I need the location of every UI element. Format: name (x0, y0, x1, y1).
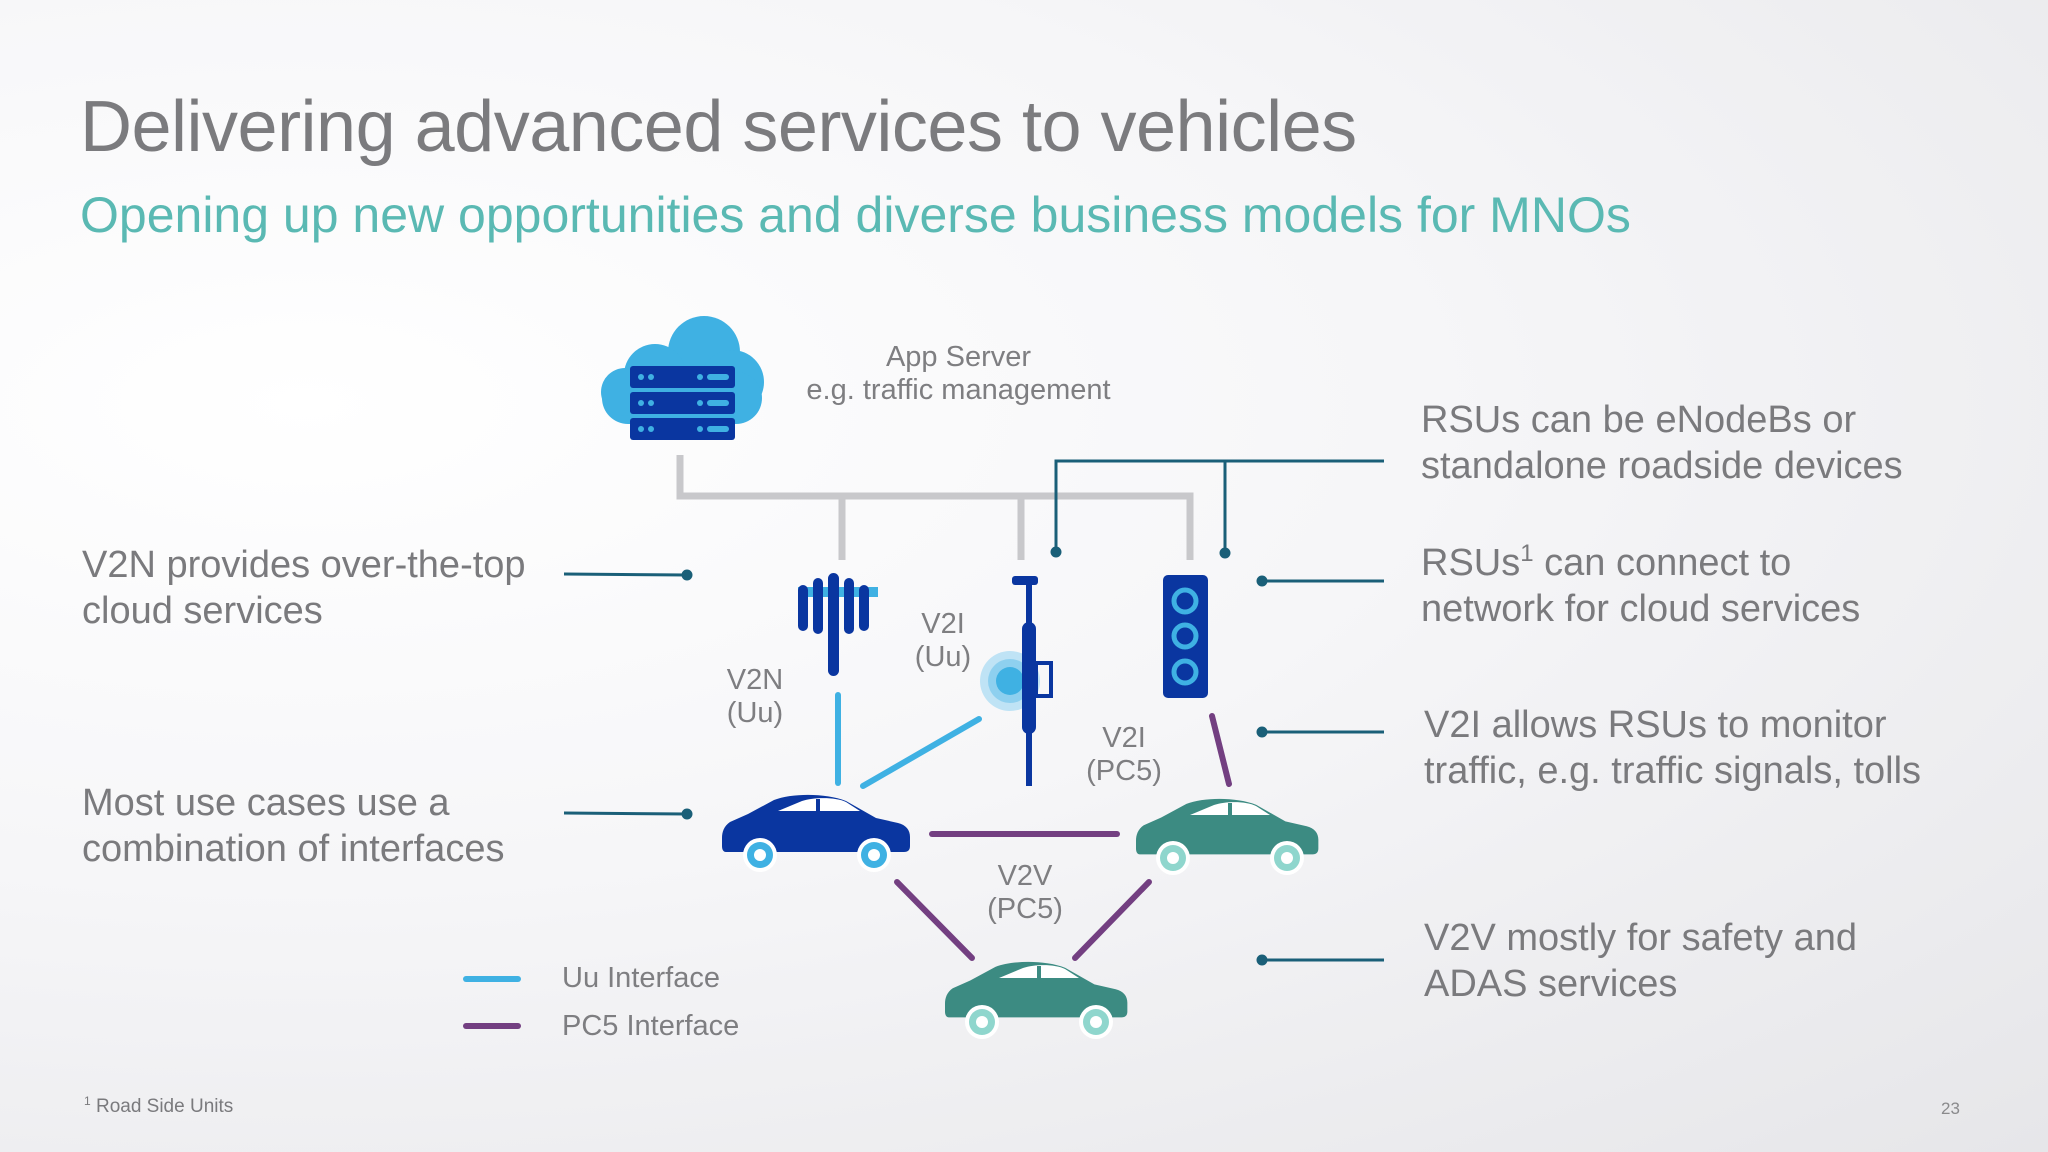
callout-rsu-connect-post: can connect to (1533, 542, 1792, 584)
callout-rsu-types: RSUs can be eNodeBs or standalone roadsi… (1421, 397, 1903, 489)
slide-subtitle: Opening up new opportunities and diverse… (80, 187, 1631, 243)
callout-v2n-line2: cloud services (82, 590, 323, 632)
traffic-light-icon (1163, 575, 1208, 698)
callout-rsu-connect-pre: RSUs (1421, 542, 1521, 584)
v2n-uu-label: V2N (Uu) (705, 664, 805, 730)
callout-v2v-safety: V2V mostly for safety and ADAS services (1424, 915, 1857, 1007)
legend-swatches (463, 976, 521, 1029)
v2n-uu-label-line1: V2N (726, 664, 784, 696)
car-icon (722, 794, 910, 872)
footnote-text: Road Side Units (90, 1096, 234, 1117)
footnote-marker: 1 (1520, 540, 1534, 567)
callout-v2n: V2N provides over-the-top cloud services (82, 542, 526, 634)
callout-rsu-connect-line1: RSUs1 can connect to (1421, 540, 1860, 586)
callout-v2v-safety-line2: ADAS services (1424, 963, 1678, 1005)
callout-v2n-line1: V2N provides over-the-top (82, 544, 526, 586)
v2v-pc5-label: V2V (PC5) (975, 860, 1075, 926)
callout-v2i-monitor-line1: V2I allows RSUs to monitor (1424, 704, 1887, 746)
rsu-callout-connector (1050, 459, 1384, 559)
v2v-pc5-label-line1: V2V (997, 860, 1053, 892)
callout-v2i-monitor: V2I allows RSUs to monitor traffic, e.g.… (1424, 702, 1921, 794)
callout-connectors (563, 569, 1384, 966)
callout-v2i-monitor-line2: traffic, e.g. traffic signals, tolls (1424, 750, 1922, 792)
v2v-pc5-label-line2: (PC5) (987, 893, 1063, 925)
callout-rsu-connect-line2: network for cloud services (1421, 588, 1861, 630)
callout-v2v-safety-line1: V2V mostly for safety and (1424, 917, 1857, 959)
callout-rsu-types-line1: RSUs can be eNodeBs or (1421, 399, 1857, 441)
backhaul-lines (676, 455, 1194, 560)
v2i-pc5-label: V2I (PC5) (1074, 722, 1174, 788)
footnote: 1 Road Side Units (84, 1094, 234, 1118)
callout-combination-line1: Most use cases use a (82, 782, 450, 824)
app-server-label-line1: App Server (885, 341, 1032, 373)
roadside-unit-icon (980, 576, 1053, 786)
page-number: 23 (1941, 1099, 1960, 1118)
car-icon (945, 961, 1128, 1039)
pc5-links (894, 713, 1232, 961)
app-server-label: App Server e.g. traffic management (780, 341, 1137, 407)
v2i-uu-label: V2I (Uu) (893, 608, 993, 674)
callout-rsu-connect: RSUs1 can connect to network for cloud s… (1421, 540, 1860, 632)
cloud-server-icon (601, 316, 764, 440)
car-icon (1136, 798, 1319, 875)
callout-rsu-types-line2: standalone roadside devices (1421, 445, 1903, 487)
app-server-label-line2: e.g. traffic management (806, 374, 1111, 406)
uu-links (835, 692, 982, 789)
legend-pc5-label: PC5 Interface (562, 1010, 740, 1042)
legend-uu-label: Uu Interface (562, 962, 720, 994)
cell-tower-icon (798, 573, 878, 676)
slide-title: Delivering advanced services to vehicles (80, 87, 1357, 167)
v2i-uu-label-line1: V2I (921, 608, 965, 640)
v2n-uu-label-line2: (Uu) (726, 697, 784, 729)
v2i-pc5-label-line2: (PC5) (1086, 755, 1162, 787)
v2i-uu-label-line2: (Uu) (914, 641, 972, 673)
footnote-number: 1 (84, 1094, 91, 1108)
callout-combination: Most use cases use a combination of inte… (82, 780, 504, 872)
callout-combination-line2: combination of interfaces (82, 828, 505, 870)
v2i-pc5-label-line1: V2I (1102, 722, 1146, 754)
